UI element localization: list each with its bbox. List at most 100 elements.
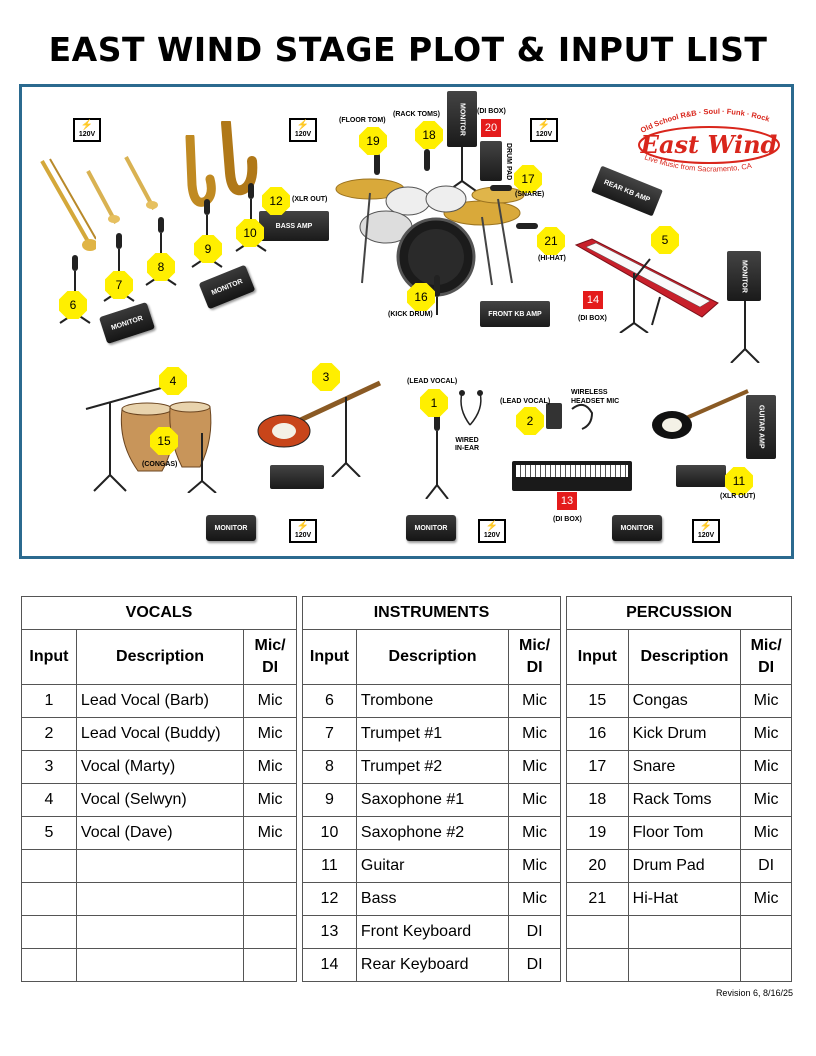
table-cell: 12 xyxy=(302,882,357,916)
table-title: PERCUSSION xyxy=(566,596,792,630)
wireless-headset-label: WIRELESS HEADSET MIC xyxy=(571,389,620,405)
table-cell: Mic xyxy=(508,816,561,850)
table-row xyxy=(21,948,297,982)
table-cell: 7 xyxy=(302,717,357,751)
table-cell: Lead Vocal (Buddy) xyxy=(75,717,245,751)
lightning-icon: ⚡ xyxy=(296,120,310,131)
table-cell: Lead Vocal (Barb) xyxy=(75,684,245,718)
table-cell: 8 xyxy=(302,750,357,784)
table-cell: 19 xyxy=(566,816,629,850)
electric-guitar-icon xyxy=(652,389,749,439)
table-cell xyxy=(740,948,792,982)
table-cell xyxy=(243,948,297,982)
table-row xyxy=(21,849,297,883)
revision-note: Revision 6, 8/16/25 xyxy=(715,988,793,998)
power-outlet: ⚡120V xyxy=(73,118,101,142)
monitor-speaker: MONITOR xyxy=(727,251,761,301)
table-cell xyxy=(566,948,629,982)
input-marker-6: 6 xyxy=(59,291,87,319)
column-header: Mic/ DI xyxy=(508,629,561,685)
table-cell: Mic xyxy=(740,684,792,718)
equipment-label: MONITOR xyxy=(214,524,248,532)
lightning-icon: ⚡ xyxy=(485,521,499,532)
trombone-icon xyxy=(40,158,96,251)
table-cell: Mic xyxy=(243,750,297,784)
mic-stand-icon xyxy=(619,258,651,333)
table-cell xyxy=(75,915,245,949)
table-cell xyxy=(75,882,245,916)
table-cell: Mic xyxy=(243,783,297,817)
input-marker-8: 8 xyxy=(147,253,175,281)
table-cell: Mic xyxy=(508,684,561,718)
wired-in-ear-label: WIRED IN-EAR xyxy=(454,437,480,452)
table-cell: DI xyxy=(740,849,792,883)
table-cell xyxy=(566,915,629,949)
equipment-label: MONITOR xyxy=(414,524,448,532)
table-cell xyxy=(627,915,742,949)
table-title: VOCALS xyxy=(21,596,297,630)
logo-brand: East Wind xyxy=(640,130,778,159)
table-cell: Hi-Hat xyxy=(627,882,742,916)
table-cell: Mic xyxy=(740,882,792,916)
page-title: EAST WIND STAGE PLOT & INPUT LIST xyxy=(48,30,768,69)
power-outlet: ⚡120V xyxy=(289,519,317,543)
table-cell xyxy=(740,915,792,949)
table-cell: 13 xyxy=(302,915,357,949)
table-cell: Front Keyboard xyxy=(355,915,510,949)
lightning-icon: ⚡ xyxy=(537,120,551,131)
equipment-label: MONITOR xyxy=(110,314,144,332)
table-cell: Mic xyxy=(243,816,297,850)
table-cell: Mic xyxy=(508,717,561,751)
microphone-icon xyxy=(424,149,430,171)
congas-icon xyxy=(85,384,217,493)
congas-label: (CONGAS) xyxy=(142,461,178,468)
power-outlet: ⚡120V xyxy=(530,118,558,142)
table-cell: 9 xyxy=(302,783,357,817)
equipment-label: MONITOR xyxy=(210,277,244,297)
table-cell: Mic xyxy=(508,750,561,784)
guitar-pedalboard xyxy=(676,465,726,487)
input-marker-17: 17 xyxy=(514,165,542,193)
microphone-icon xyxy=(490,185,512,191)
table-cell xyxy=(75,948,245,982)
in-ear-monitor-icon xyxy=(459,390,483,426)
table-cell: Snare xyxy=(627,750,742,784)
table-cell: 2 xyxy=(21,717,77,751)
monitor-wedge: MONITOR xyxy=(206,515,256,541)
trumpet-icon xyxy=(124,156,158,210)
table-cell: Rack Toms xyxy=(627,783,742,817)
table-cell: 1 xyxy=(21,684,77,718)
table-cell: 20 xyxy=(566,849,629,883)
table-cell: DI xyxy=(508,915,561,949)
floor-tom-label: (FLOOR TOM) xyxy=(339,117,386,124)
column-header: Description xyxy=(627,629,742,685)
input-marker-16: 16 xyxy=(407,283,435,311)
column-header: Description xyxy=(75,629,245,685)
di-marker-13: 13 xyxy=(557,492,577,510)
rack-toms-label: (RACK TOMS) xyxy=(393,111,440,118)
table-row xyxy=(566,915,792,949)
wireless-headset-icon xyxy=(546,403,594,430)
equipment-label: MONITOR xyxy=(458,102,466,136)
front-keyboard xyxy=(512,461,632,491)
table-cell: Congas xyxy=(627,684,742,718)
input-marker-11: 11 xyxy=(725,467,753,495)
column-header: Input xyxy=(21,629,77,685)
table-cell: Vocal (Selwyn) xyxy=(75,783,245,817)
di-box-label-13: (DI BOX) xyxy=(553,516,582,523)
monitor-wedge: MONITOR xyxy=(98,301,156,345)
table-cell: Trumpet #1 xyxy=(355,717,510,751)
lead-vocal-label-1: (LEAD VOCAL) xyxy=(407,378,458,385)
power-outlet: ⚡120V xyxy=(478,519,506,543)
